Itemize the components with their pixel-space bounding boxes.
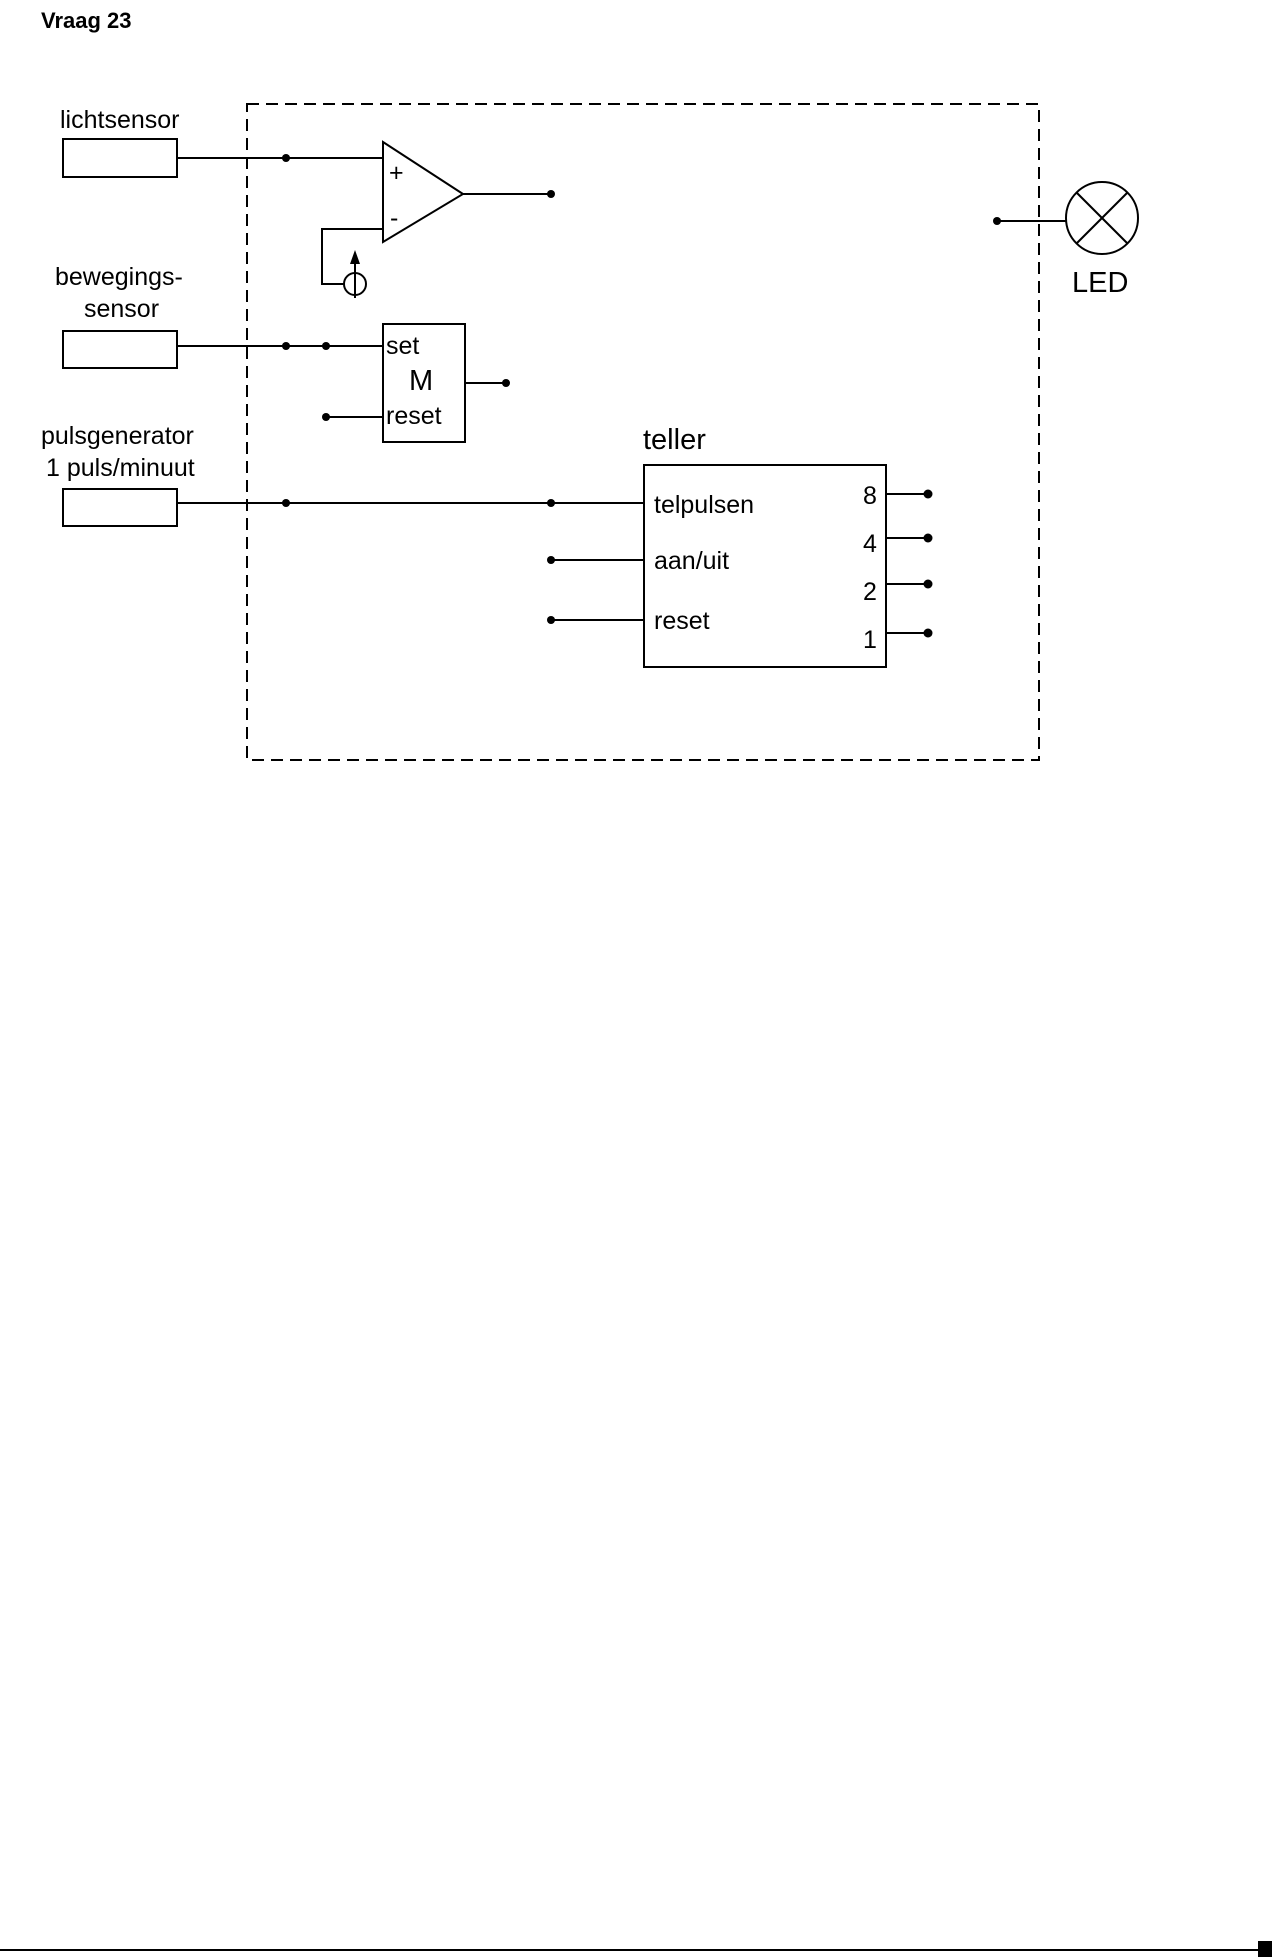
- pulse-generator-label-line1: pulsgenerator: [41, 422, 194, 450]
- junction-dot[interactable]: [282, 154, 290, 162]
- junction-dot[interactable]: [282, 342, 290, 350]
- motion-sensor-label-line2: sensor: [84, 295, 159, 323]
- comparator-plus: +: [389, 159, 404, 187]
- counter-reset-dot[interactable]: [547, 616, 555, 624]
- counter-output-dot[interactable]: [923, 533, 933, 543]
- counter: [643, 464, 887, 668]
- motion-sensor-label-line1: bewegings-: [55, 263, 183, 291]
- memory-cell: [382, 323, 466, 443]
- counter-input-label: reset: [654, 607, 710, 635]
- page-heading: Vraag 23: [41, 8, 132, 33]
- motion-sensor-box: [62, 330, 178, 369]
- footer-rule: [0, 1949, 1258, 1951]
- memory-set-dot[interactable]: [322, 342, 330, 350]
- junction-dot[interactable]: [282, 499, 290, 507]
- memory-reset-dot[interactable]: [322, 413, 330, 421]
- led-lamp-icon: [1065, 181, 1139, 255]
- comparator-output-dot[interactable]: [547, 190, 555, 198]
- memory-set-label: set: [386, 332, 419, 360]
- memory-output-dot[interactable]: [502, 379, 510, 387]
- pulse-generator-box: [62, 488, 178, 527]
- counter-pulse-dot[interactable]: [547, 499, 555, 507]
- counter-output-dot[interactable]: [923, 489, 933, 499]
- led-input-dot[interactable]: [993, 217, 1001, 225]
- counter-output-label: 4: [863, 530, 877, 558]
- comparator: [382, 140, 465, 244]
- light-sensor-box: [62, 138, 178, 178]
- pulse-generator-label-line2: 1 puls/minuut: [46, 454, 195, 482]
- counter-output-label: 1: [863, 626, 877, 654]
- counter-input-label: aan/uit: [654, 547, 729, 575]
- footer-mark: [1258, 1941, 1272, 1957]
- counter-output-label: 8: [863, 482, 877, 510]
- adjust-arrow-icon: [350, 250, 360, 264]
- light-sensor-label: lichtsensor: [60, 106, 180, 134]
- counter-input-label: telpulsen: [654, 491, 754, 519]
- memory-reset-label: reset: [386, 402, 442, 430]
- counter-output-dot[interactable]: [923, 628, 933, 638]
- counter-output-dot[interactable]: [923, 579, 933, 589]
- counter-on-off-dot[interactable]: [547, 556, 555, 564]
- counter-title: teller: [643, 424, 706, 456]
- comparator-minus: -: [390, 204, 398, 232]
- processing-box: [246, 103, 1040, 761]
- counter-output-label: 2: [863, 578, 877, 606]
- led-label: LED: [1072, 267, 1128, 299]
- memory-name-label: M: [409, 365, 433, 397]
